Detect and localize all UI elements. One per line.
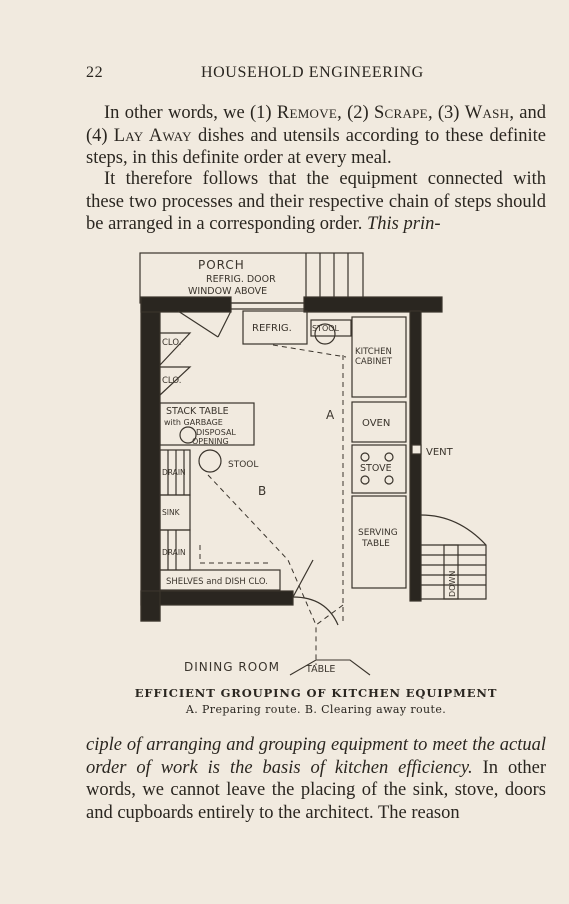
label-stove: STOVE: [360, 463, 392, 474]
label-dining-room: DINING ROOM: [184, 660, 280, 674]
route-b: [207, 474, 317, 626]
p1-text-5: dishes and utensils according to these d…: [86, 125, 546, 169]
refrigerator: [242, 310, 308, 345]
top-wall-right: [303, 296, 443, 313]
p3-italic: ciple of arranging and grouping equipmen…: [86, 735, 546, 778]
figure-caption-title: EFFICIENT GROUPING OF KITCHEN EQUIPMENT: [134, 686, 498, 700]
label-route-a: A: [326, 408, 335, 422]
label-closet-1: CLO.: [162, 338, 181, 348]
label-drain-1: DRAIN: [162, 468, 186, 477]
step-scrape: Scrape: [373, 103, 428, 123]
p1-text-3: , (3): [427, 103, 465, 123]
label-refrig: REFRIG.: [252, 323, 292, 334]
page-number: 22: [86, 64, 104, 81]
paragraph-principle: ciple of arranging and grouping equipmen…: [86, 734, 546, 824]
label-sink: SINK: [162, 508, 181, 517]
label-route-b: B: [258, 484, 266, 498]
p1-text-4: , and (4): [86, 103, 546, 146]
step-lay-away: Lay Away: [113, 125, 192, 146]
label-kitchen: KITCHEN: [355, 347, 392, 357]
running-header: 22 HOUSEHOLD ENGINEERING: [86, 64, 546, 86]
stool-mid-circle: [198, 449, 222, 473]
serving-table: [351, 495, 407, 589]
figure-caption-subtitle: A. Preparing route. B. Clearing away rou…: [185, 703, 447, 716]
label-oven: OVEN: [362, 418, 390, 429]
top-wall-left: [140, 296, 232, 313]
label-window-above: WINDOW ABOVE: [188, 286, 267, 297]
bottom-wall: [140, 590, 294, 606]
running-title: HOUSEHOLD ENGINEERING: [201, 64, 424, 81]
p3-text: In other words, we cannot leave the plac…: [86, 757, 546, 823]
p2-italic: This prin-: [367, 214, 441, 234]
label-with-garbage: with GARBAGE: [164, 418, 223, 427]
label-disposal: DISPOSAL: [196, 428, 236, 437]
label-closet-2: CLO.: [162, 376, 181, 386]
label-opening: OPENING: [192, 437, 229, 446]
label-stack-table: STACK TABLE: [166, 406, 229, 417]
p1-text-2: , (2): [337, 103, 374, 123]
label-down: DOWN: [448, 571, 457, 597]
p1-text-1: In other words, we (1): [104, 103, 277, 123]
step-wash: Wash: [464, 103, 510, 123]
stool-top-circle: [314, 323, 336, 345]
label-stool-mid: STOOL: [228, 460, 258, 470]
kitchen-cabinet: [351, 316, 407, 398]
shelves-dish-closet: [159, 569, 281, 591]
label-drain-2: DRAIN: [162, 548, 186, 557]
stairs-down: [443, 544, 459, 600]
kitchen-floor-plan: PORCH REFRIG. DOOR WINDOW ABOVE REFRIG. …: [139, 252, 487, 676]
label-vent: VENT: [426, 447, 454, 458]
label-table: TABLE: [361, 539, 390, 549]
label-refrig-door: REFRIG. DOOR: [206, 274, 276, 285]
label-cabinet: CABINET: [355, 357, 393, 367]
vent-box: [411, 444, 422, 455]
paragraph-equipment: It therefore follows that the equipment …: [86, 168, 546, 236]
label-stool-top: STOOL: [312, 324, 340, 333]
step-remove: Remove: [276, 103, 338, 123]
oven: [351, 401, 407, 443]
label-dining-table: TABLE: [305, 664, 335, 675]
p2-text: It therefore follows that the equipment …: [86, 169, 546, 234]
label-shelves: SHELVES and DISH CLO.: [166, 577, 268, 587]
route-a-top: [272, 344, 347, 358]
left-wall: [140, 302, 161, 622]
stack-table: [159, 402, 255, 446]
label-serving: SERVING: [358, 528, 398, 538]
route-b-drain: [199, 545, 268, 564]
paragraph-steps: In other words, we (1) Remove, (2) Scrap…: [86, 102, 546, 170]
right-wall: [409, 310, 422, 602]
stove: [351, 444, 407, 494]
label-porch: PORCH: [198, 258, 245, 272]
dining-table: [289, 659, 371, 676]
